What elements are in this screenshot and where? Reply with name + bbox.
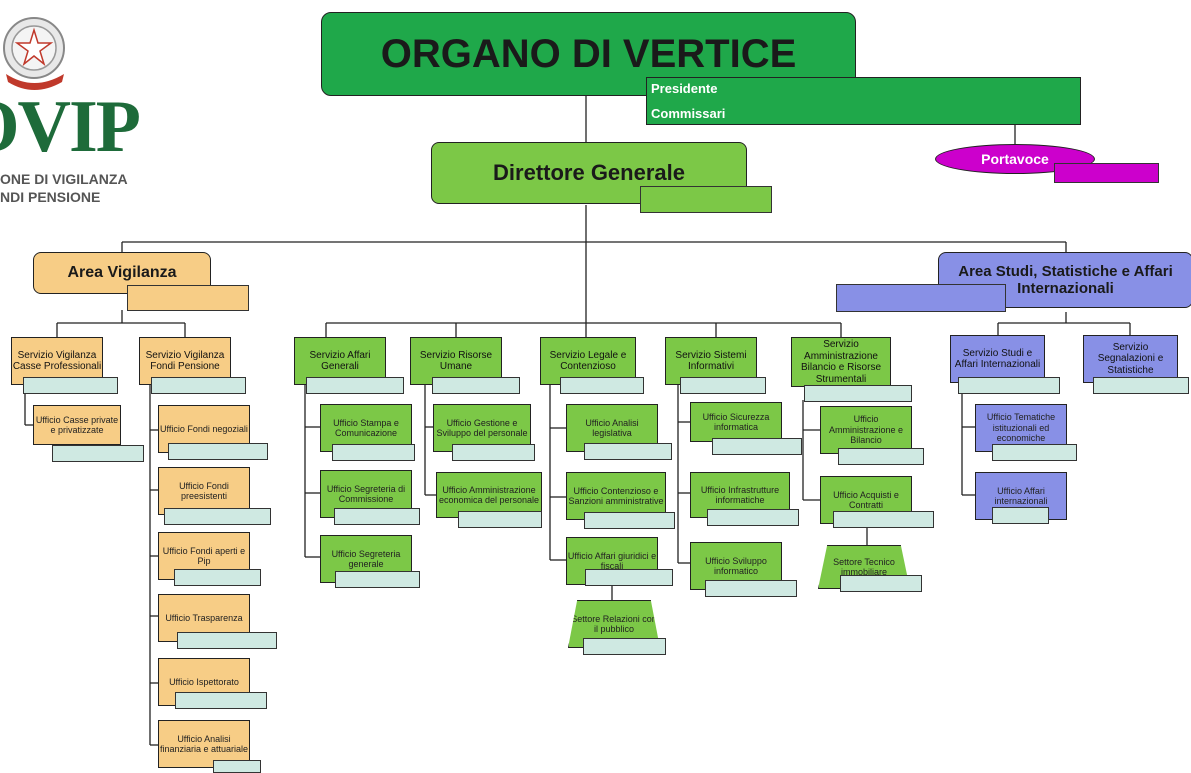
service-sistemi-tag: [680, 377, 766, 394]
office-fondi-preesistenti-label: Ufficio Fondi preesistenti: [179, 480, 229, 501]
office-sviluppo-informatico-tag: [705, 580, 797, 597]
office-amministrazione-bilancio: Ufficio Amministrazione e Bilancio: [820, 406, 912, 454]
members-box: Presidente Commissari: [646, 77, 1081, 125]
service-segnalazioni-box: Servizio Segnalazioni e Statistiche: [1083, 335, 1178, 383]
logo: OVIP ONE DI VIGILANZA NDI PENSIONE: [0, 8, 160, 208]
office-amministrazione-bilancio-tag: [838, 448, 924, 465]
service-casse-label: Servizio Vigilanza Casse Professionali: [12, 349, 102, 373]
office-fondi-negoziali-label: Ufficio Fondi negoziali: [160, 423, 248, 434]
portavoce-label: Portavoce: [981, 150, 1049, 167]
office-analisi-finanziaria: Ufficio Analisi finanziaria e attuariale: [158, 720, 250, 768]
office-segreteria-generale-tag: [335, 571, 420, 588]
office-affari-giuridici-label: Ufficio Affari giuridici e fiscali: [567, 550, 657, 571]
service-risorse-umane-label: Servizio Risorse Umane: [419, 349, 493, 373]
service-fondi-label: Servizio Vigilanza Fondi Pensione: [145, 349, 225, 373]
member-commissari: Commissari: [651, 106, 726, 121]
office-amministrazione-bilancio-label: Ufficio Amministrazione e Bilancio: [828, 414, 904, 446]
settore-tecnico-immobiliare-tag: [840, 575, 922, 592]
office-fondi-preesistenti: Ufficio Fondi preesistenti: [158, 467, 250, 515]
office-gestione-personale-tag: [452, 444, 535, 461]
logo-text-line1: ONE DI VIGILANZA: [0, 171, 128, 187]
office-trasparenza-label: Ufficio Trasparenza: [165, 612, 243, 623]
office-analisi-finanziaria-label: Ufficio Analisi finanziaria e attuariale: [159, 733, 249, 754]
office-affari-internazionali-tag: [992, 507, 1049, 524]
office-amministrazione-personale: Ufficio Amministrazione economica del pe…: [436, 472, 542, 518]
office-infrastrutture-tag: [707, 509, 799, 526]
service-studi-label: Servizio Studi e Affari Internazionali: [954, 347, 1041, 371]
service-segnalazioni-label: Servizio Segnalazioni e Statistiche: [1097, 341, 1164, 376]
office-tematiche-istituzionali-tag: [992, 444, 1077, 461]
office-stampa-label: Ufficio Stampa e Comunicazione: [333, 417, 399, 438]
office-contenzioso-label: Ufficio Contenzioso e Sanzioni amministr…: [568, 485, 664, 506]
logo-text-line2: NDI PENSIONE: [0, 189, 101, 205]
settore-relazioni-pubblico-label: Settore Relazioni con il pubblico: [571, 613, 657, 634]
office-stampa-tag: [332, 444, 415, 461]
office-infrastrutture-label: Ufficio Infrastrutture informatiche: [700, 484, 780, 505]
office-fondi-aperti-label: Ufficio Fondi aperti e Pip: [162, 545, 246, 566]
service-legale-tag: [560, 377, 644, 394]
office-sicurezza-informatica-tag: [712, 438, 802, 455]
service-studi-box: Servizio Studi e Affari Internazionali: [950, 335, 1045, 383]
office-segreteria-generale-label: Ufficio Segreteria generale: [331, 548, 401, 569]
office-fondi-preesistenti-tag: [164, 508, 271, 525]
office-sicurezza-informatica: Ufficio Sicurezza informatica: [690, 402, 782, 442]
office-fondi-aperti-tag: [174, 569, 261, 586]
republic-seal-icon: [3, 17, 65, 90]
office-segreteria-commissione-label: Ufficio Segreteria di Commissione: [326, 483, 406, 504]
office-amministrazione-personale-label: Ufficio Amministrazione economica del pe…: [438, 484, 540, 505]
office-gestione-personale-label: Ufficio Gestione e Sviluppo del personal…: [436, 417, 528, 438]
direttore-label: Direttore Generale: [493, 160, 685, 186]
office-tematiche-istituzionali-label: Ufficio Tematiche istituzionali ed econo…: [986, 412, 1056, 444]
organo-title: ORGANO DI VERTICE: [380, 32, 797, 76]
service-affari-generali-label: Servizio Affari Generali: [309, 349, 371, 373]
office-acquisti-contratti-tag: [833, 511, 934, 528]
service-affari-generali-tag: [306, 377, 404, 394]
settore-tecnico-immobiliare-label: Settore Tecnico immobiliare: [833, 556, 895, 577]
office-casse-private-tag: [52, 445, 144, 462]
area-vigilanza-tag: [127, 285, 249, 311]
office-fondi-negoziali-tag: [168, 443, 268, 460]
office-contenzioso-tag: [584, 512, 675, 529]
office-trasparenza-tag: [177, 632, 277, 649]
office-segreteria-commissione-tag: [334, 508, 420, 525]
office-ispettorato-tag: [175, 692, 267, 709]
service-risorse-umane-tag: [432, 377, 520, 394]
direttore-tag: [640, 186, 772, 213]
office-sicurezza-informatica-label: Ufficio Sicurezza informatica: [702, 411, 770, 432]
office-sviluppo-informatico-label: Ufficio Sviluppo informatico: [705, 555, 767, 576]
office-affari-giuridici-tag: [585, 569, 673, 586]
member-presidente: Presidente: [651, 81, 718, 96]
service-segnalazioni-tag: [1093, 377, 1189, 394]
office-analisi-legislativa-tag: [584, 443, 672, 460]
office-amministrazione-personale-tag: [458, 511, 542, 528]
office-acquisti-contratti-label: Ufficio Acquisti e Contratti: [833, 489, 899, 510]
service-fondi-tag: [151, 377, 246, 394]
settore-relazioni-pubblico-tag: [583, 638, 666, 655]
office-casse-private-label: Ufficio Casse private e privatizzate: [35, 414, 119, 435]
service-amministrazione-tag: [804, 385, 912, 402]
service-casse-tag: [23, 377, 118, 394]
logo-brand: OVIP: [0, 86, 141, 168]
service-amministrazione-box: Servizio Amministrazione Bilancio e Riso…: [791, 337, 891, 387]
office-ispettorato-label: Ufficio Ispettorato: [169, 676, 239, 687]
service-sistemi-label: Servizio Sistemi Informativi: [675, 349, 747, 373]
area-studi-tag: [836, 284, 1006, 312]
portavoce-tag: [1054, 163, 1159, 183]
office-affari-internazionali-label: Ufficio Affari internazionali: [994, 485, 1048, 506]
area-studi-label: Area Studi, Statistiche e Affari Interna…: [958, 262, 1173, 297]
office-casse-private: Ufficio Casse private e privatizzate: [33, 405, 121, 445]
office-analisi-finanziaria-tag: [213, 760, 261, 773]
service-amministrazione-label: Servizio Amministrazione Bilancio e Riso…: [800, 339, 882, 385]
service-studi-tag: [958, 377, 1060, 394]
area-vigilanza-label: Area Vigilanza: [67, 263, 177, 281]
office-analisi-legislativa-label: Ufficio Analisi legislativa: [585, 417, 639, 438]
service-legale-label: Servizio Legale e Contenzioso: [549, 349, 627, 373]
